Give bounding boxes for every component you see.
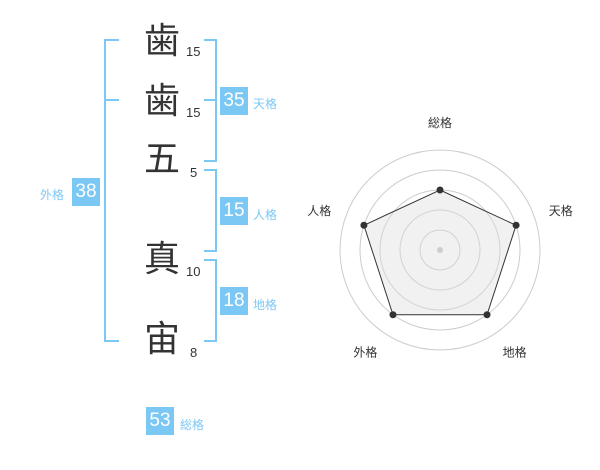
name-char-5: 宙 — [143, 319, 180, 360]
radar-point-4 — [389, 311, 397, 319]
soukaku-value: 53 — [146, 407, 174, 435]
radar-center-dot — [437, 247, 443, 253]
radar-axis-label: 地格 — [503, 345, 527, 360]
chikaku-value: 18 — [220, 287, 248, 315]
jinkaku-label: 人格 — [253, 208, 278, 222]
gaikaku-bracket-tick — [104, 99, 119, 101]
radar-ring — [419, 229, 461, 271]
jinkaku-bracket — [204, 169, 217, 252]
gaikaku-bracket — [104, 39, 119, 342]
stroke-count-3: 5 — [190, 165, 198, 180]
radar-ring — [399, 209, 481, 291]
chikaku-label: 地格 — [253, 298, 278, 312]
radar-ring — [359, 169, 521, 331]
gaikaku-label: 外格 — [40, 188, 65, 202]
radar-point-1 — [436, 186, 444, 194]
radar-point-3 — [483, 311, 491, 319]
chikaku-bracket — [204, 259, 217, 342]
tenkaku-label: 天格 — [253, 97, 278, 111]
radar-axis-label: 天格 — [549, 203, 573, 218]
name-char-3: 五 — [143, 139, 180, 180]
radar-axis-label: 総格 — [428, 115, 452, 130]
gaikaku-value: 38 — [72, 178, 100, 206]
name-char-4: 真 — [143, 239, 180, 280]
radar-point-5 — [360, 221, 368, 229]
radar-point-2 — [512, 221, 520, 229]
stroke-count-1: 15 — [186, 44, 201, 59]
stroke-count-4: 10 — [186, 264, 201, 279]
radar-axis-label: 人格 — [307, 203, 331, 218]
tenkaku-bracket-tick — [204, 99, 217, 101]
stroke-count-2: 15 — [186, 105, 201, 120]
jinkaku-value: 15 — [220, 197, 248, 225]
name-char-1: 歯 — [143, 21, 180, 62]
radar-ring — [339, 149, 541, 351]
name-char-2: 歯 — [143, 81, 180, 122]
radar-axis-label: 外格 — [353, 345, 377, 360]
tenkaku-value: 35 — [220, 87, 248, 115]
soukaku-label: 総格 — [180, 418, 205, 432]
stroke-count-5: 8 — [190, 345, 198, 360]
